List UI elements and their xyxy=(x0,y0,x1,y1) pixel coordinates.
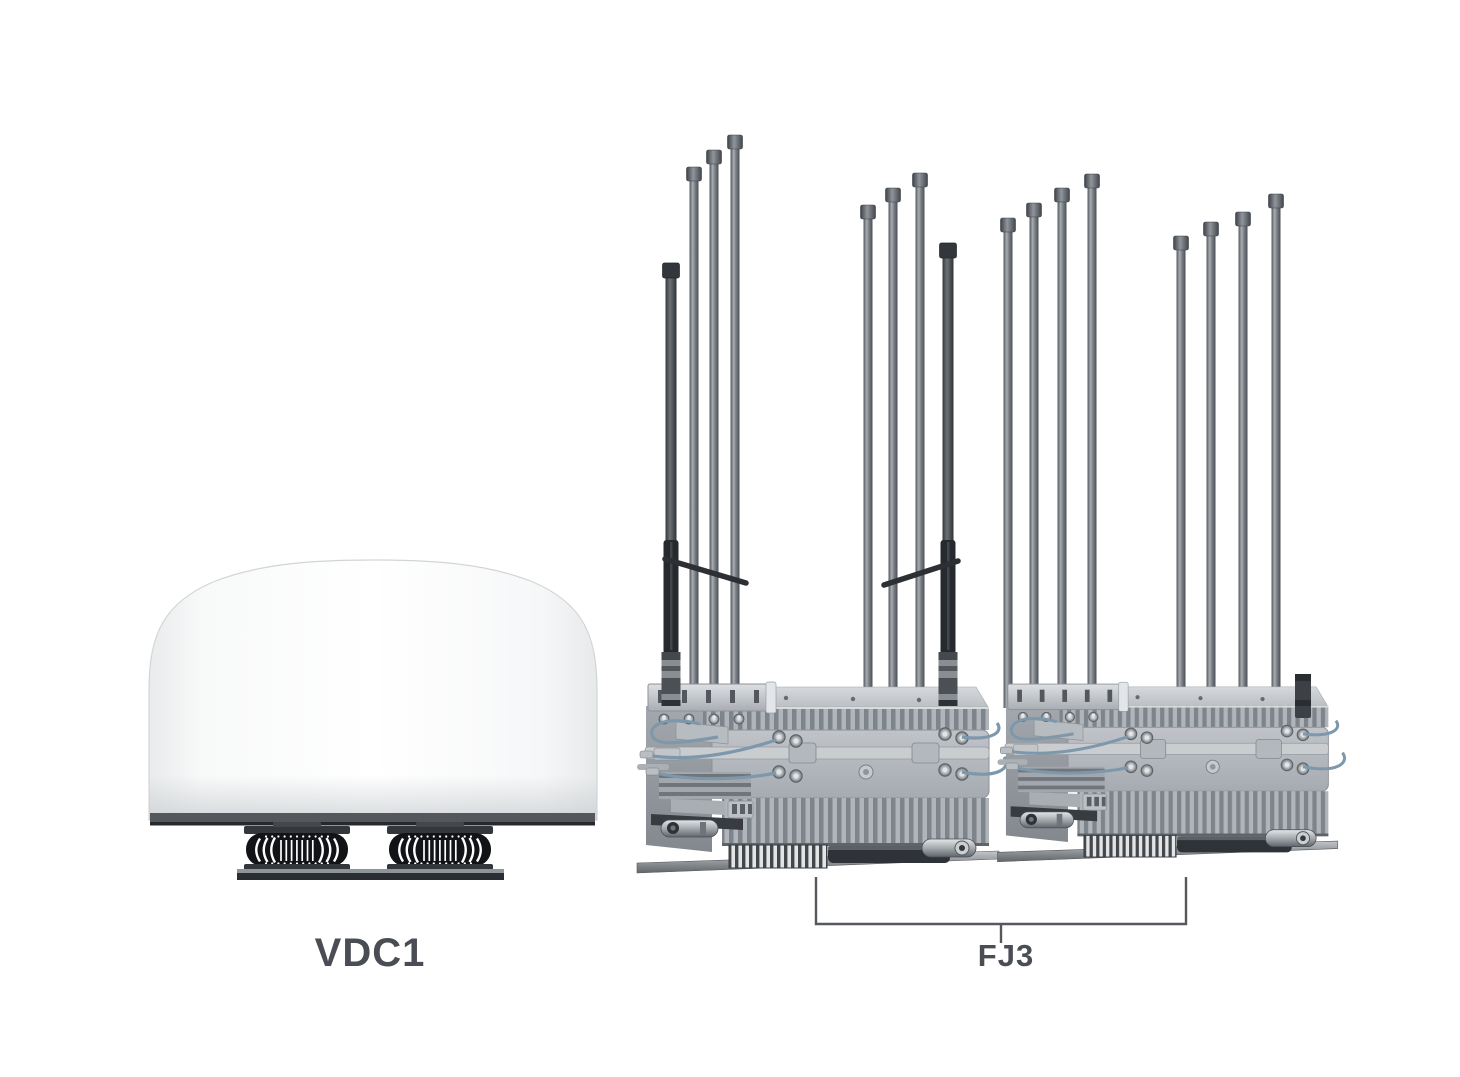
vdc1-label: VDC1 xyxy=(314,931,426,975)
vdc1-dome-unit-illustration xyxy=(148,559,598,880)
fj3-unit2-body xyxy=(997,681,1346,863)
fj3-unit2-antennas xyxy=(1000,173,1284,708)
fj3-unit1-body xyxy=(636,681,1008,874)
fj3-unit1-antennas xyxy=(686,134,928,718)
fj3-label: FJ3 xyxy=(977,938,1035,973)
fj3-grouping-bracket xyxy=(814,877,1188,943)
fj3-dark-antennas xyxy=(661,242,1311,718)
